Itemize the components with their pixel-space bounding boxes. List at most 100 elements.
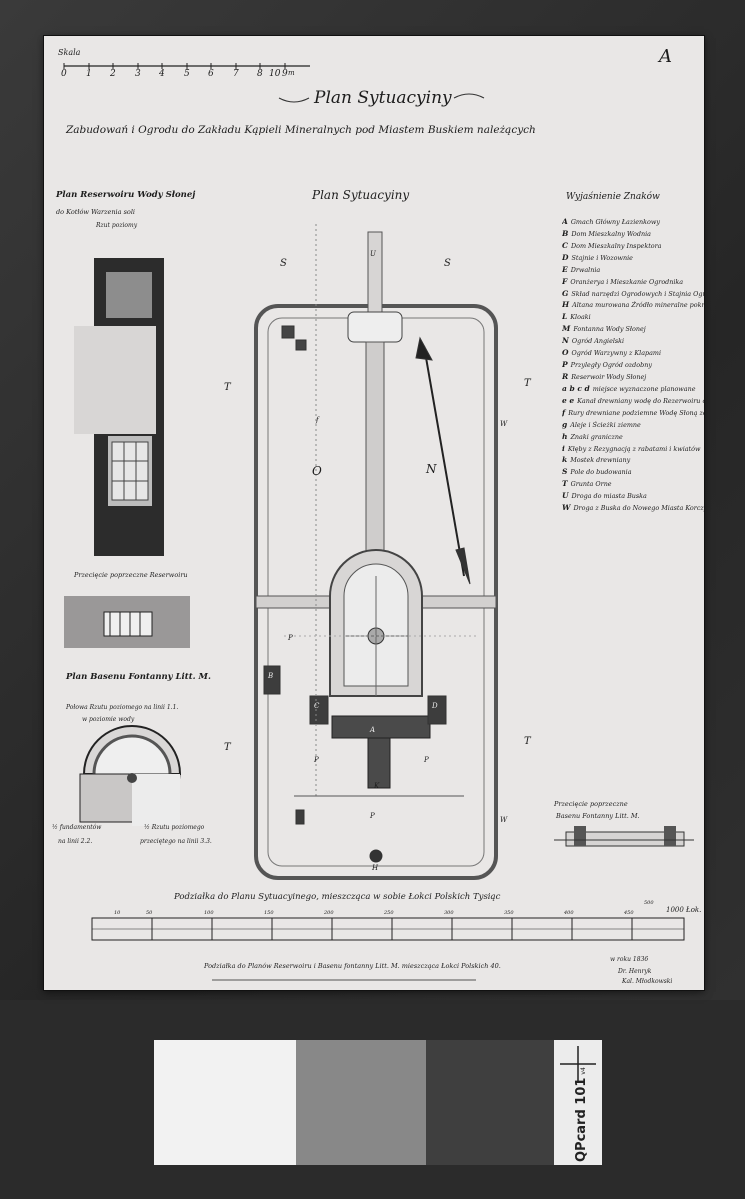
signature-line: Dr. Henryk: [618, 968, 652, 975]
basin-caption: przeciętego na linii 3.3.: [140, 838, 212, 845]
plan-label: C: [314, 702, 320, 710]
qpcard-logo: QPcard 101v4: [554, 1040, 602, 1165]
site-plan: [254, 224, 498, 880]
plan-label: T: [224, 382, 231, 393]
basin-plan: [79, 725, 182, 826]
basin-caption: ½ Rzutu poziomego: [144, 824, 205, 831]
bottom-scale-tick: 400: [564, 910, 574, 916]
white-patch: [154, 1040, 296, 1165]
plan-label: K: [374, 782, 380, 790]
signature-line: w roku 1836: [610, 956, 649, 963]
reservoir-title: Plan Reserwoiru Wody Słonej: [56, 190, 196, 200]
reservoir-note: Rzut poziomy: [96, 222, 138, 229]
scale-tick: 6: [208, 69, 214, 79]
plan-label: T: [524, 736, 531, 747]
bottom-scale-tick: 350: [504, 910, 514, 916]
bottom-note: Podziałka do Planów Reserwoiru i Basenu …: [204, 962, 501, 970]
scale-tick: m: [288, 69, 295, 77]
bottom-scale-tick: 500: [644, 900, 654, 906]
scale-tick: 1: [86, 69, 92, 79]
bottom-scale-tick: 50: [146, 910, 153, 916]
reservoir-subtitle: do Kotłów Warzenia soli: [56, 208, 135, 216]
plan-label: B: [268, 672, 274, 680]
bottom-scale-title: Podziałka do Planu Sytuacyinego, mieszcz…: [174, 892, 501, 902]
qpcard-brand: QPcard 101v4: [574, 1067, 589, 1162]
basin-section: [554, 826, 694, 847]
basin-sub1: Połowa Rzutu poziomego na linii 1.1.: [66, 704, 179, 711]
grey-patch: [296, 1040, 426, 1165]
scale-label: Skala: [58, 48, 81, 57]
plan-label: P: [424, 756, 429, 764]
plan-label: N: [426, 462, 437, 476]
scale-tick: 10: [269, 69, 281, 79]
scale-tick: 8: [257, 69, 263, 79]
signature-line: Kal. Młodkowski: [622, 978, 673, 985]
section-subtitle: Basenu Fontanny Litt. M.: [556, 812, 640, 820]
plan-label: P: [370, 812, 375, 820]
plan-label: D: [432, 702, 438, 710]
scale-tick: 0: [61, 69, 67, 79]
plate-mark: A: [659, 46, 672, 67]
color-reference-card: QPcard 101v4: [154, 1040, 602, 1165]
bottom-scale-tick: 250: [384, 910, 394, 916]
plan-label: O: [312, 464, 322, 478]
legend-title: Wyjaśnienie Znaków: [566, 192, 660, 202]
scale-tick: 4: [159, 69, 165, 79]
plan-label: P: [314, 756, 319, 764]
dark-patch: [426, 1040, 554, 1165]
basin-sub2: w poziomie wody: [82, 716, 135, 723]
plan-label: U: [370, 250, 376, 258]
plan-label: T: [224, 742, 231, 753]
plan-drawing: [63, 63, 694, 981]
plan-label: H: [372, 864, 379, 872]
scale-bar: [63, 63, 310, 69]
plan-label: S: [444, 258, 451, 269]
reservoir-caption: Przecięcie poprzeczne Reserwoiru: [74, 571, 188, 579]
reservoir-plan: [64, 258, 190, 648]
historical-plan-print: Skala 0 1 2 3 4 5 6 7 8 9 10 m A Plan Sy…: [44, 36, 704, 990]
scale-tick: 7: [233, 69, 239, 79]
plan-label: S: [280, 258, 287, 269]
plan-label: W: [500, 420, 508, 428]
section-title: Przecięcie poprzeczne: [554, 800, 628, 808]
scale-tick: 2: [110, 69, 116, 79]
plan-label: W: [500, 816, 508, 824]
bottom-scale: [91, 917, 685, 981]
bottom-scale-tick: 450: [624, 910, 634, 916]
subtitle: Zabudowań i Ogrodu do Zakładu Kąpieli Mi…: [66, 124, 536, 136]
main-title: Plan Sytuacyiny: [314, 88, 452, 108]
basin-caption: ½ fundamentów: [52, 824, 102, 831]
bottom-scale-tick: 300: [444, 910, 454, 916]
bottom-scale-tick: 100: [204, 910, 214, 916]
plan-label: P: [288, 634, 293, 642]
plan-title: Plan Sytuacyiny: [312, 188, 410, 202]
bottom-scale-end: 1000 Łok.: [666, 906, 702, 914]
scale-tick: 9: [282, 69, 288, 79]
basin-title: Plan Basenu Fontanny Litt. M.: [66, 672, 211, 682]
scale-tick: 5: [184, 69, 190, 79]
